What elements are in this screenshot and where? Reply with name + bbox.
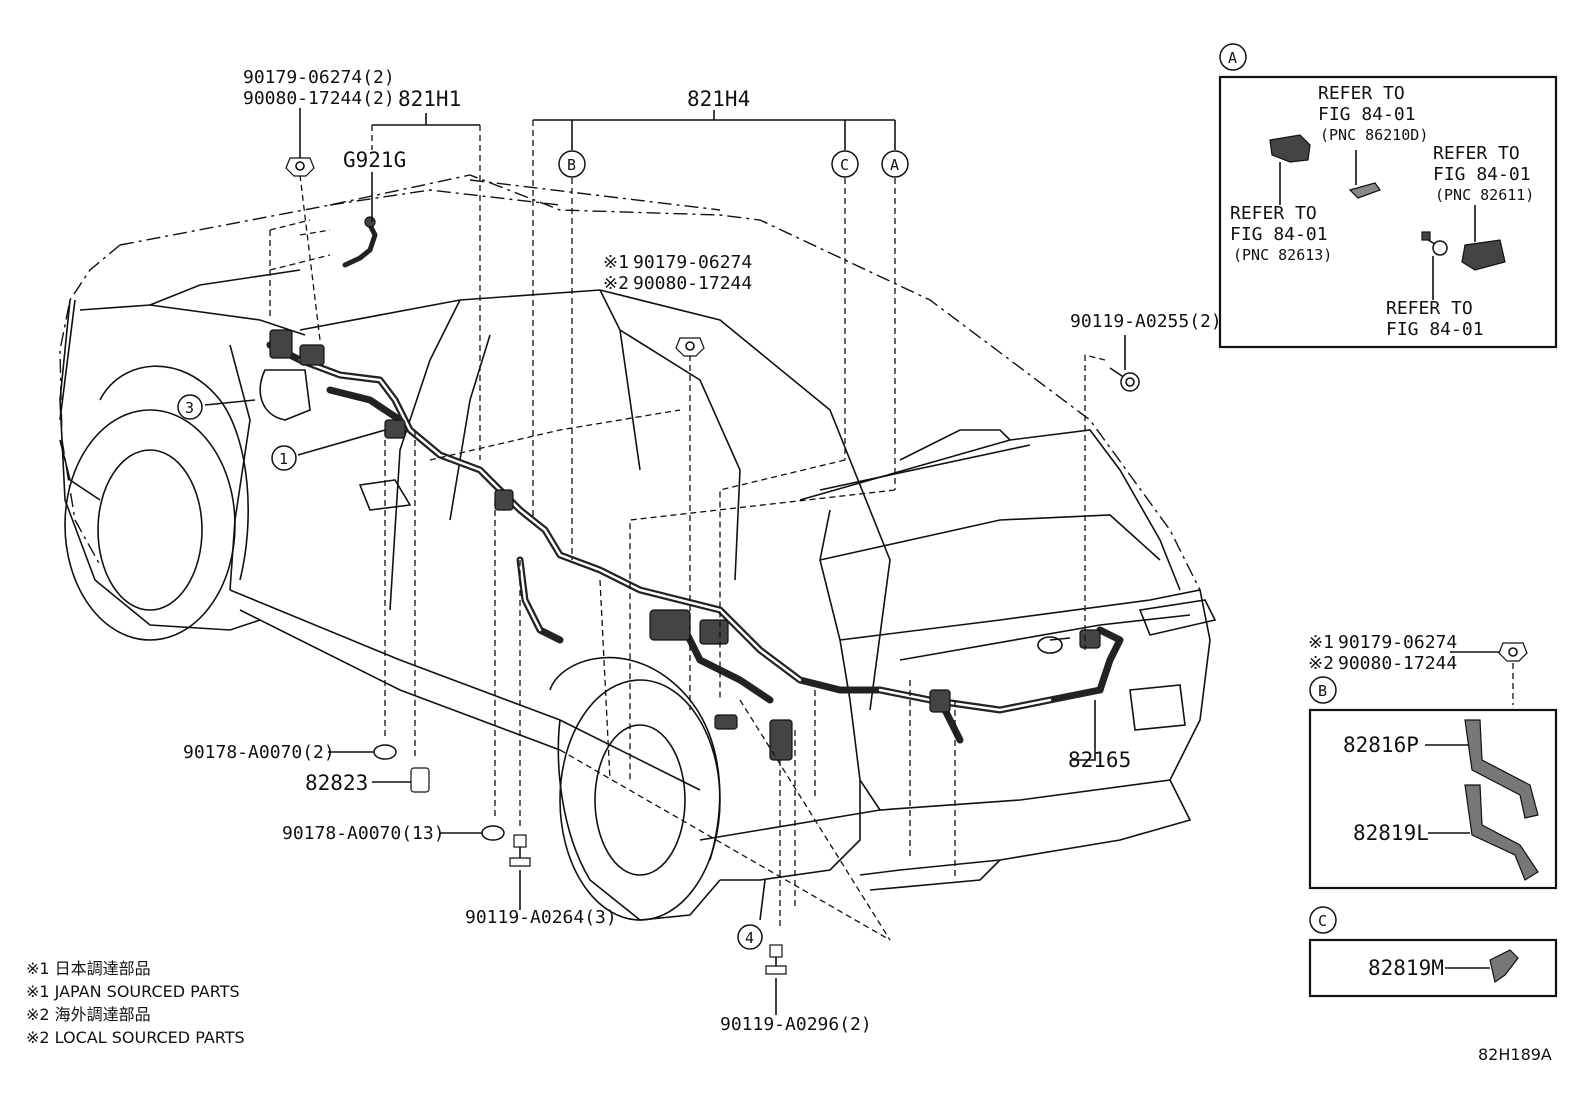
callout-82823: 82823	[305, 771, 368, 795]
mark-x2: ※2	[603, 273, 629, 294]
inset-b-part-82816p: 82816P	[1343, 733, 1419, 757]
inset-a-pnc-82611: (PNC 82611)	[1435, 186, 1534, 204]
callout-90178-a0070-2: 90178-A0070(2)	[183, 742, 335, 763]
callout-821h4: 821H4	[687, 87, 750, 111]
legend-line-2: ※1 JAPAN SOURCED PARTS	[26, 982, 240, 1001]
inset-a-title: A	[1228, 49, 1237, 67]
inset-a-refer-1: REFER TO	[1318, 83, 1405, 104]
callout-labels: 90179-06274(2) 90080-17244(2) 821H1 G921…	[183, 67, 1222, 1035]
inset-b-mark-x1: ※1	[1308, 632, 1334, 653]
inset-a-pnc-82613: (PNC 82613)	[1233, 246, 1332, 264]
inset-c-part-82819m: 82819M	[1368, 956, 1444, 980]
fasteners	[285, 157, 1140, 975]
inset-b-part-90179: 90179-06274	[1338, 632, 1457, 653]
inset-a-fig-4: FIG 84-01	[1386, 319, 1484, 340]
marker-3: 3	[185, 399, 194, 417]
g921g-part	[342, 216, 378, 268]
legend: ※1 日本調達部品 ※1 JAPAN SOURCED PARTS ※2 海外調達…	[26, 959, 245, 1047]
inset-a-refer-3: REFER TO	[1230, 203, 1317, 224]
callout-90119-a0264: 90119-A0264(3)	[465, 907, 617, 928]
inset-a-fig-1: FIG 84-01	[1318, 104, 1416, 125]
inset-a-refer-4: REFER TO	[1386, 298, 1473, 319]
figure-id: 82H189A	[1478, 1045, 1552, 1064]
inset-a-pnc-86210d: (PNC 86210D)	[1320, 126, 1428, 144]
inset-b: ※1 90179-06274 ※2 90080-17244 B 82816P 8…	[1308, 632, 1558, 890]
callout-82165: 82165	[1068, 748, 1131, 772]
callout-90119-a0296: 90119-A0296(2)	[720, 1014, 872, 1035]
inset-a-refer-2: REFER TO	[1433, 143, 1520, 164]
inset-b-mark-x2: ※2	[1308, 653, 1334, 674]
inset-a-fig-2: FIG 84-01	[1433, 164, 1531, 185]
inset-a: A REFER TO FIG 84-01 (PNC 86210D) REFER …	[1218, 43, 1558, 349]
inset-b-title: B	[1318, 682, 1327, 700]
marker-b: B	[567, 156, 576, 174]
mark-x1: ※1	[603, 252, 629, 273]
callout-90178-a0070-13: 90178-A0070(13)	[282, 823, 445, 844]
inset-b-part-82819l: 82819L	[1353, 821, 1429, 845]
callout-90179-06274-2: 90179-06274(2)	[243, 67, 395, 88]
inset-a-fig-3: FIG 84-01	[1230, 224, 1328, 245]
callout-821h1: 821H1	[398, 87, 461, 111]
callout-90080-17244: 90080-17244	[633, 273, 752, 294]
marker-c: C	[840, 156, 849, 174]
callout-g921g: G921G	[343, 148, 406, 172]
legend-line-1: ※1 日本調達部品	[26, 959, 151, 978]
callout-90179-06274: 90179-06274	[633, 252, 752, 273]
marker-4: 4	[745, 929, 754, 947]
circled-markers: 3 1 4 B C A	[177, 150, 909, 950]
inset-c-title: C	[1318, 912, 1327, 930]
marker-a: A	[890, 156, 899, 174]
legend-line-4: ※2 LOCAL SOURCED PARTS	[26, 1028, 245, 1047]
marker-1: 1	[279, 450, 288, 468]
vehicle-outline	[59, 174, 1217, 921]
callout-90080-17244-2: 90080-17244(2)	[243, 88, 395, 109]
inset-c: C 82819M	[1308, 906, 1558, 998]
callout-90119-a0255: 90119-A0255(2)	[1070, 311, 1222, 332]
inset-b-part-90080: 90080-17244	[1338, 653, 1457, 674]
wire-harness	[266, 329, 1124, 761]
legend-line-3: ※2 海外調達部品	[26, 1005, 151, 1024]
leader-lines	[204, 108, 1126, 1015]
